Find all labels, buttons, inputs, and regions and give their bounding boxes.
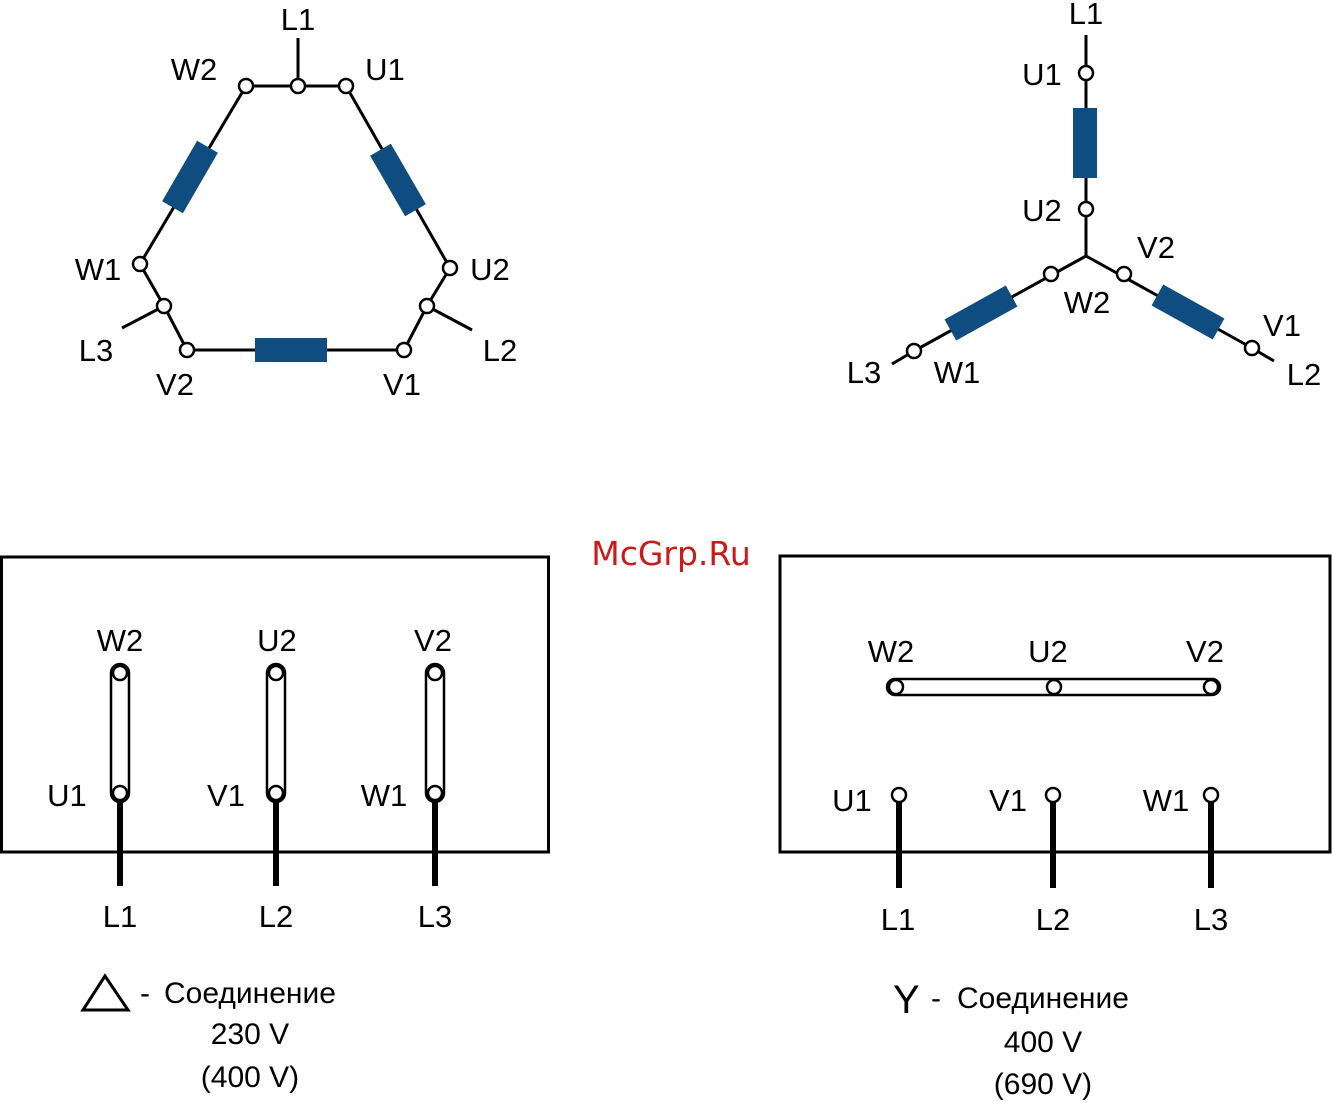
delta-label-v1: V1 xyxy=(383,367,421,402)
delta-terminal-u1 xyxy=(339,79,353,93)
delta-label-l1: L1 xyxy=(281,2,315,37)
delta-terminal-l3 xyxy=(157,299,171,313)
delta-terminal-box: W2 U2 V2 U1 V1 W1 L1 L2 L3 xyxy=(2,557,549,934)
star-caption-dash: - xyxy=(931,982,941,1015)
delta-label-l3: L3 xyxy=(79,333,113,368)
star-box-label-w1: W1 xyxy=(1143,783,1190,818)
delta-coil-u xyxy=(370,144,426,217)
delta-terminal-l2 xyxy=(420,299,434,313)
star-box-label-w2: W2 xyxy=(868,634,915,669)
star-caption: Y - Соединение 400 V (690 V) xyxy=(893,978,1129,1101)
delta-box-label-w1: W1 xyxy=(361,778,408,813)
delta-box-terminal-u2 xyxy=(269,666,283,680)
delta-box-label-l1: L1 xyxy=(103,899,137,934)
delta-box-label-w2: W2 xyxy=(97,623,144,658)
delta-coil-v xyxy=(255,338,327,362)
star-label-l2: L2 xyxy=(1287,357,1321,392)
delta-box-label-u1: U1 xyxy=(47,778,87,813)
star-label-u1: U1 xyxy=(1022,57,1062,92)
star-terminal-box: W2 U2 V2 U1 V1 W1 L1 L2 L3 xyxy=(780,556,1330,937)
delta-symbol-icon xyxy=(83,976,128,1010)
star-box-label-u2: U2 xyxy=(1028,634,1068,669)
delta-box-label-v1: V1 xyxy=(207,778,245,813)
star-caption-voltage: 400 V xyxy=(1004,1026,1082,1059)
delta-link-2 xyxy=(267,664,285,802)
delta-terminal-w2 xyxy=(239,79,253,93)
delta-caption-voltage-alt: (400 V) xyxy=(201,1061,299,1094)
star-terminal-w2 xyxy=(1044,267,1058,281)
star-box-label-u1: U1 xyxy=(832,783,872,818)
delta-label-u2: U2 xyxy=(470,252,510,287)
delta-box-label-l3: L3 xyxy=(418,899,452,934)
star-label-v2: V2 xyxy=(1137,230,1175,265)
star-terminal-w1 xyxy=(907,344,921,358)
star-label-v1: V1 xyxy=(1263,308,1301,343)
delta-terminal-w1 xyxy=(133,257,147,271)
star-label-l3: L3 xyxy=(847,355,881,390)
star-box-terminal-w1 xyxy=(1204,788,1218,802)
delta-caption-dash: - xyxy=(140,977,150,1010)
watermark: McGrp.Ru xyxy=(591,534,751,573)
star-coil-v xyxy=(1152,285,1225,340)
delta-terminal-v2 xyxy=(180,343,194,357)
delta-box-label-l2: L2 xyxy=(259,899,293,934)
delta-winding-diagram: L1 W2 U1 W1 U2 L3 L2 V2 V1 xyxy=(75,2,517,402)
delta-box-terminal-v2 xyxy=(428,666,442,680)
star-box-label-l1: L1 xyxy=(881,902,915,937)
delta-caption: - Соединение 230 V (400 V) xyxy=(83,976,336,1094)
delta-link-3 xyxy=(426,664,444,802)
star-caption-voltage-alt: (690 V) xyxy=(994,1068,1092,1101)
star-box-label-l2: L2 xyxy=(1036,902,1070,937)
star-coil-w xyxy=(945,286,1018,341)
delta-label-w1: W1 xyxy=(75,252,122,287)
star-label-l1: L1 xyxy=(1069,0,1103,31)
star-label-u2: U2 xyxy=(1022,193,1062,228)
star-terminal-v2 xyxy=(1117,267,1131,281)
delta-label-l2: L2 xyxy=(483,333,517,368)
star-terminal-u2 xyxy=(1079,202,1093,216)
star-box-terminal-w2 xyxy=(889,680,903,694)
delta-caption-label: Соединение xyxy=(164,977,336,1010)
delta-box-label-u2: U2 xyxy=(257,623,297,658)
star-box-label-l3: L3 xyxy=(1194,902,1228,937)
star-caption-label: Соединение xyxy=(957,982,1129,1015)
star-box-terminal-v2 xyxy=(1204,680,1218,694)
delta-terminal-v1 xyxy=(397,343,411,357)
delta-box-terminal-w2 xyxy=(113,666,127,680)
star-terminal-v1 xyxy=(1245,341,1259,355)
delta-coil-w xyxy=(162,141,218,214)
delta-caption-voltage: 230 V xyxy=(211,1018,289,1051)
star-label-w2: W2 xyxy=(1064,285,1111,320)
star-box-terminal-v1 xyxy=(1046,788,1060,802)
star-coil-u xyxy=(1073,108,1097,178)
star-label-w1: W1 xyxy=(934,355,981,390)
delta-terminal-l1 xyxy=(291,79,305,93)
star-box-label-v2: V2 xyxy=(1186,634,1224,669)
delta-box-terminal-u1 xyxy=(113,786,127,800)
delta-link-1 xyxy=(111,664,129,802)
delta-label-w2: W2 xyxy=(171,52,218,87)
delta-box-label-v2: V2 xyxy=(414,623,452,658)
delta-label-v2: V2 xyxy=(156,367,194,402)
delta-box-terminal-w1 xyxy=(428,786,442,800)
star-box-terminal-u2 xyxy=(1047,680,1061,694)
star-winding-diagram: L1 U1 U2 V2 W2 V1 L3 W1 L2 xyxy=(847,0,1321,392)
delta-terminal-u2 xyxy=(443,261,457,275)
delta-label-u1: U1 xyxy=(365,52,405,87)
star-symbol: Y xyxy=(893,978,920,1022)
star-box-label-v1: V1 xyxy=(989,783,1027,818)
star-box-terminal-u1 xyxy=(892,788,906,802)
star-terminal-u1 xyxy=(1079,66,1093,80)
delta-box-terminal-v1 xyxy=(269,786,283,800)
